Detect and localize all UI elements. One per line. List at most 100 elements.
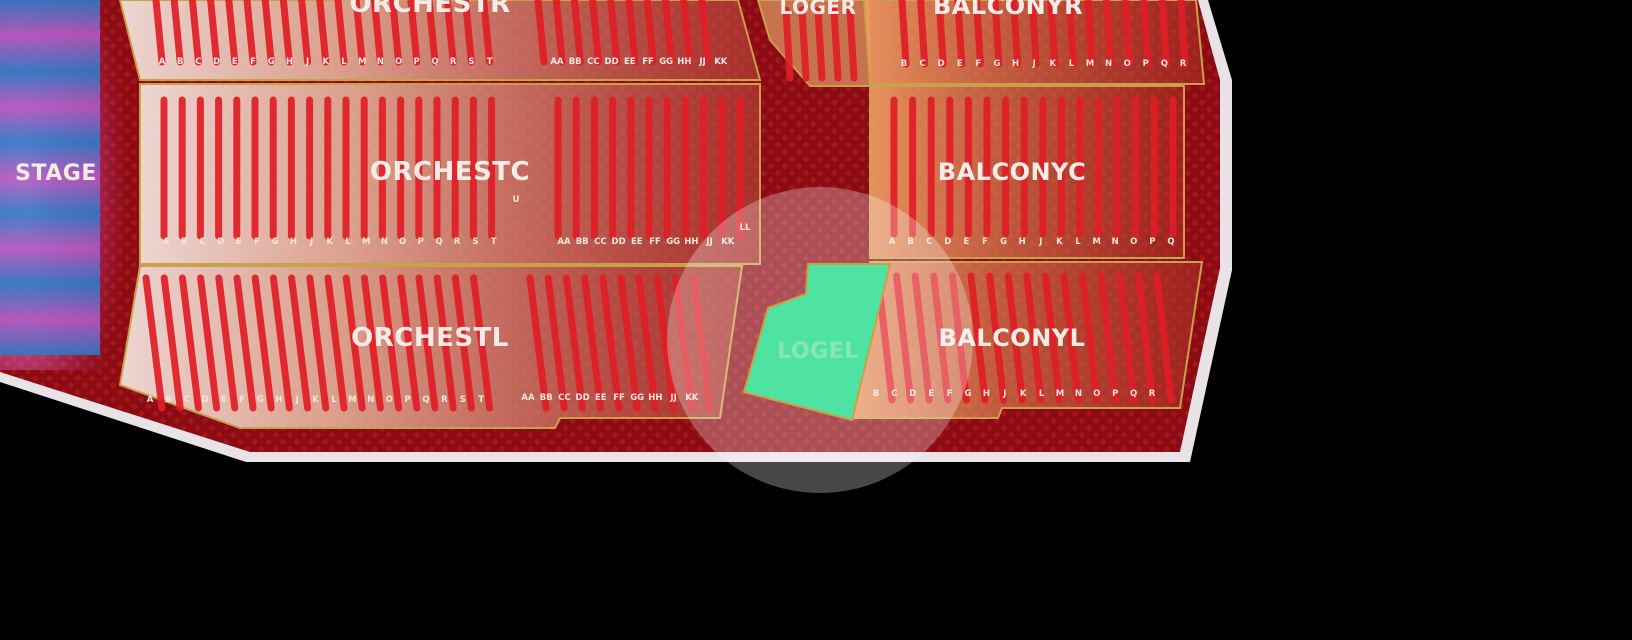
orchestc-row-letter: J	[309, 237, 313, 247]
orchestl-row-letter: EE	[595, 393, 607, 403]
orchestl-seat-row	[233, 274, 257, 412]
balconyl-seat-row	[1023, 272, 1045, 404]
orchestr-seat-row	[643, 0, 657, 66]
balconyl-row-letter: P	[1112, 389, 1118, 399]
balconyc-row-letter: P	[1149, 237, 1155, 247]
balconyr-row-letter: H	[1012, 59, 1019, 69]
orchestr-row-letter: P	[414, 57, 420, 67]
loger-seat-row	[782, 6, 794, 82]
balconyr-row-letter: C	[919, 59, 925, 69]
orchestr-row-letter: JJ	[698, 57, 705, 67]
orchestr-row-letter: B	[177, 57, 183, 67]
loger-seat-row	[846, 6, 858, 82]
balconyr-row-letter: D	[938, 59, 945, 69]
balconyc-row-letter: K	[1056, 237, 1063, 247]
orchestr-row-letter: R	[450, 57, 457, 67]
orchestr-row-letter: DD	[605, 57, 619, 67]
orchestr-seat-row	[607, 0, 621, 66]
balconyl-seat-row	[911, 272, 933, 404]
orchestr-seat-row	[207, 0, 221, 66]
orchestl-row-letter: A	[147, 395, 154, 405]
orchestl-row-letter: K	[312, 395, 319, 405]
balconyr-row-letter: N	[1105, 59, 1112, 69]
orchestl-row-letter: G	[257, 395, 264, 405]
balconyl-seat-row	[1134, 272, 1156, 404]
balconyr-row-letter: K	[1050, 59, 1057, 69]
orchestc-row-letter: S	[472, 237, 478, 247]
balconyr-seat-row	[1010, 0, 1022, 68]
orchestc-seat-rows	[160, 96, 744, 240]
balconyr-seat-row	[1047, 0, 1059, 68]
orchestr-seat-row	[352, 0, 366, 66]
balconyc-row-letter: H	[1019, 237, 1026, 247]
balconyl-seat-row	[1004, 272, 1026, 404]
orchestc-row-letter: M	[362, 237, 370, 247]
orchestl-row-letter: J	[295, 395, 299, 405]
orchestr-row-letter: H	[286, 57, 293, 67]
balconyl-label: BALCONYL	[939, 324, 1086, 352]
orchestr-seat-row	[334, 0, 348, 66]
orchestl-seat-row	[470, 274, 494, 412]
orchestl-seat-row	[342, 274, 366, 412]
balconyc-row-letter: L	[1075, 237, 1081, 247]
orchestl-seat-row	[269, 274, 293, 412]
logel-area[interactable]	[742, 263, 892, 422]
balconyr-row-letter: E	[957, 59, 963, 69]
balconyc-row-letter: D	[944, 237, 951, 247]
orchestc-row-letter: FF	[649, 237, 661, 247]
balconyr-seat-row	[935, 0, 947, 68]
orchestr-seat-row	[425, 0, 439, 66]
balconyr-label: BALCONYR	[933, 0, 1083, 20]
balconyl-seat-row	[1079, 272, 1101, 404]
orchestr-seat-row	[279, 0, 293, 66]
balconyr-row-letter: B	[901, 59, 907, 69]
section-logel[interactable]: LOGEL	[742, 263, 892, 422]
balconyl-row-letter: K	[1020, 389, 1027, 399]
balconyc-row-letter: E	[963, 237, 969, 247]
orchestr-seat-row	[152, 0, 166, 66]
balconyr-row-letter: J	[1032, 59, 1036, 69]
orchestr-seat-row	[370, 0, 384, 66]
balconyl-seat-row	[948, 272, 970, 404]
orchestc-label: ORCHESTC	[370, 157, 530, 187]
orchestr-row-letter: A	[159, 57, 166, 67]
balconyr-seat-row	[1121, 0, 1133, 68]
orchestc-row-letter: G	[272, 237, 279, 247]
orchestr-row-letter: E	[232, 57, 238, 67]
balconyr-row-letter: L	[1069, 59, 1075, 69]
orchestr-row-letter: J	[305, 57, 309, 67]
orchestr-seat-row	[243, 0, 257, 66]
balconyl-seat-row	[986, 272, 1008, 404]
orchestc-row-letter: JJ	[705, 237, 712, 247]
orchestr-row-letter: T	[487, 57, 493, 67]
orchestr-seat-row	[480, 0, 494, 66]
balconyc-row-letter: Q	[1167, 237, 1174, 247]
balconyr-seat-row	[991, 0, 1003, 68]
orchestl-row-letter: N	[367, 395, 374, 405]
orchestc-row-letter: O	[399, 237, 406, 247]
orchestl-seat-row	[653, 274, 677, 412]
section-loger[interactable]: LOGER	[756, 0, 872, 87]
orchestc-row-letter: B	[181, 237, 187, 247]
orchestl-seat-row	[215, 274, 239, 412]
orchestc-row-letter: KK	[721, 237, 735, 247]
balconyl-row-letter: J	[1002, 389, 1006, 399]
balconyc-label: BALCONYC	[938, 158, 1086, 186]
balconyl-seat-row	[1041, 272, 1063, 404]
loger-seat-row	[798, 6, 810, 82]
orchestr-seat-row	[680, 0, 694, 66]
orchestr-row-letter: D	[213, 57, 220, 67]
balconyr-row-letter: M	[1086, 59, 1094, 69]
balconyl-seat-row	[1097, 272, 1119, 404]
orchestl-row-letter: Q	[422, 395, 429, 405]
orchestr-row-letter: CC	[587, 57, 599, 67]
orchestl-row-letter: GG	[630, 393, 644, 403]
orchestc-row-letter: K	[327, 237, 334, 247]
